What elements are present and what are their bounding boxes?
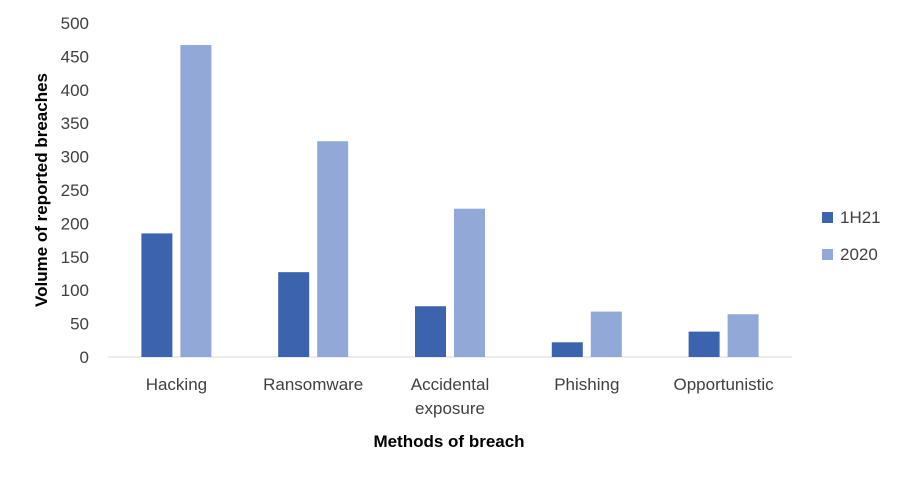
legend-swatch-2020 (822, 249, 833, 260)
x-category-label: Hacking (146, 375, 207, 394)
bar-2020-phishing (590, 311, 622, 357)
bar-1h21-accidental-exposure (415, 306, 446, 357)
y-tick-label: 250 (61, 181, 89, 200)
bar-2020-ransomware (317, 141, 349, 357)
legend-label: 1H21 (840, 208, 881, 227)
legend-label: 2020 (840, 245, 878, 264)
bar-1h21-opportunistic (688, 331, 720, 357)
x-category-label: Ransomware (263, 375, 363, 394)
bars (141, 45, 759, 357)
y-tick-label: 100 (61, 281, 89, 300)
x-category-label: Phishing (554, 375, 619, 394)
bar-1h21-ransomware (278, 272, 310, 357)
bar-2020-accidental-exposure (454, 208, 485, 357)
y-tick-label: 150 (61, 248, 89, 267)
y-tick-label: 200 (61, 214, 89, 233)
bar-1h21-hacking (141, 233, 173, 357)
y-tick-label: 0 (80, 348, 89, 367)
y-axis-title: Volume of reported breaches (32, 73, 51, 307)
bar-2020-opportunistic (727, 314, 759, 357)
legend-swatch-1h21 (822, 212, 833, 223)
y-tick-label: 350 (61, 114, 89, 133)
y-tick-label: 450 (61, 47, 89, 66)
bar-2020-hacking (180, 45, 212, 357)
bar-1h21-phishing (551, 342, 583, 357)
legend: 1H21 2020 (822, 208, 881, 264)
x-axis-title: Methods of breach (373, 432, 524, 451)
y-tick-label: 50 (70, 315, 89, 334)
y-tick-label: 400 (61, 81, 89, 100)
y-tick-label: 300 (61, 148, 89, 167)
y-axis-ticks: 0 50 100 150 200 250 300 350 400 450 500 (61, 14, 89, 367)
x-category-label: Opportunistic (674, 375, 775, 394)
y-tick-label: 500 (61, 14, 89, 33)
